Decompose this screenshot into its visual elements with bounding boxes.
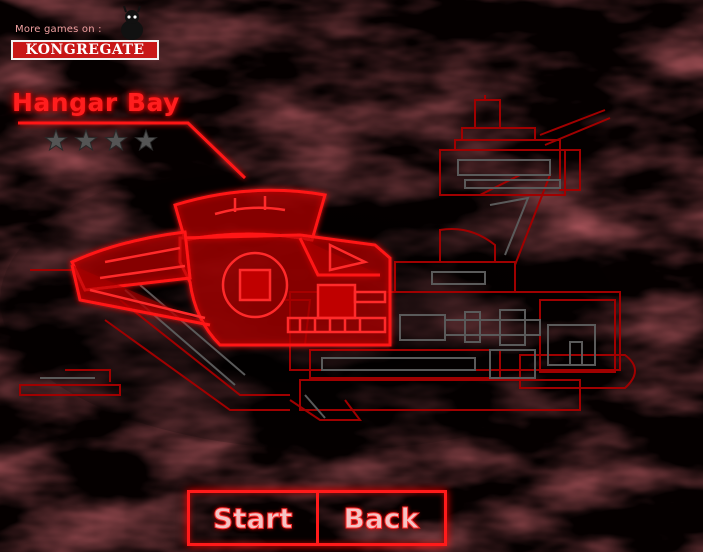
rating-star-icon <box>134 128 158 152</box>
cruiser-outline <box>19 95 636 421</box>
start-button[interactable]: Start <box>212 501 293 535</box>
kongregate-badge[interactable]: More games on : KONGREGATE <box>10 6 162 64</box>
callout-pointer <box>18 121 247 180</box>
rating-stars <box>44 128 158 152</box>
kongregate-brand: KONGREGATE <box>25 42 145 58</box>
screen-title: Hangar Bay <box>12 88 180 117</box>
back-button[interactable]: Back <box>315 493 445 543</box>
more-games-label: More games on : <box>15 24 102 35</box>
kongregate-logo[interactable]: KONGREGATE <box>11 40 159 60</box>
menu-buttons: Start Back <box>187 490 447 546</box>
rating-star-icon <box>104 128 128 152</box>
cruiser-details <box>40 159 596 419</box>
kongregate-mascot-icon <box>121 6 143 40</box>
rating-star-icon <box>44 128 68 152</box>
hangar-bay-module-details <box>89 196 387 334</box>
rating-star-icon <box>74 128 98 152</box>
